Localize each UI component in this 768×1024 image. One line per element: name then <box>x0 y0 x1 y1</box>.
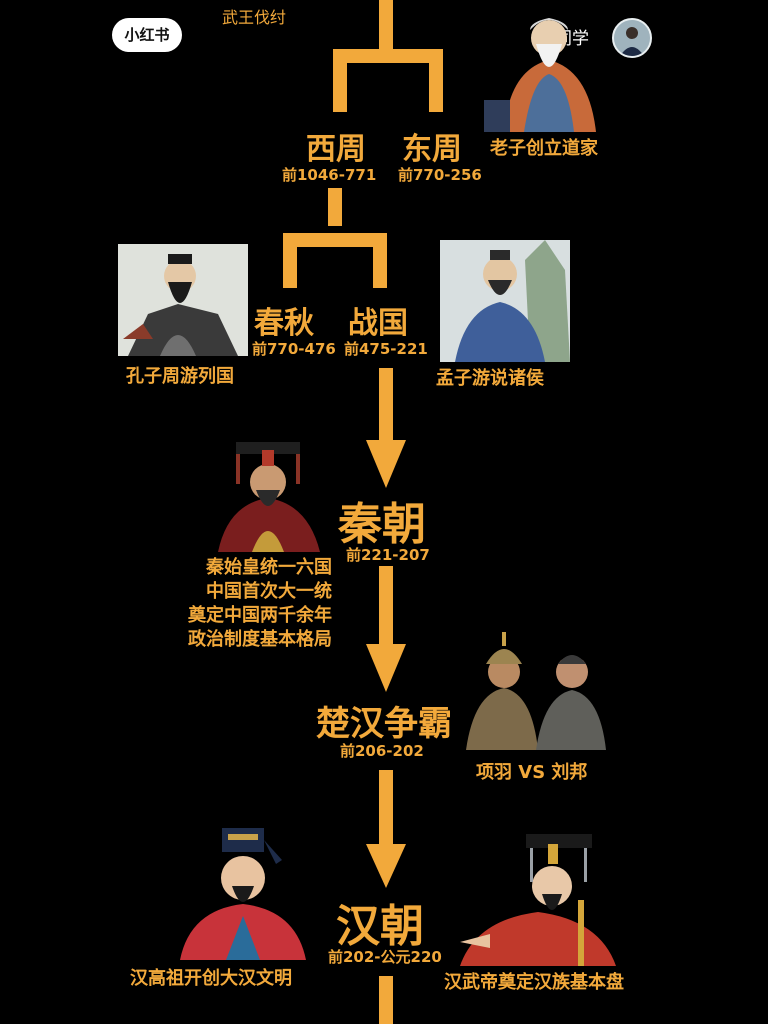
qin-name: 秦朝 <box>338 499 426 550</box>
arrow-shaft-3 <box>379 770 393 846</box>
qin-note-line-3: 奠定中国两千余年 <box>188 605 332 626</box>
han-wudi-portrait <box>460 830 616 966</box>
qin-note-line-4: 政治制度基本格局 <box>188 629 332 650</box>
xiang-liu-caption: 项羽 VS 刘邦 <box>476 762 588 783</box>
mencius-portrait <box>440 240 570 362</box>
arrow-head-3 <box>366 844 406 888</box>
han-wudi-caption: 汉武帝奠定汉族基本盘 <box>444 972 624 993</box>
han-date: 前202-公元220 <box>328 948 442 966</box>
avatar[interactable] <box>612 18 652 58</box>
han-gaozu-caption: 汉高祖开创大汉文明 <box>130 968 292 989</box>
western-zhou-name: 西周 <box>306 132 366 167</box>
warring-states-name: 战国 <box>348 306 408 341</box>
han-gaozu-portrait <box>176 820 310 960</box>
qin-note-line-1: 秦始皇统一六国 <box>206 557 332 578</box>
qin-shihuang-portrait <box>208 440 330 552</box>
trunk-bottom <box>379 976 393 1024</box>
western-zhou-date: 前1046-771 <box>282 166 377 184</box>
laozi-portrait <box>484 0 614 132</box>
confucius-portrait <box>118 244 248 356</box>
warring-states-date: 前475-221 <box>344 340 428 358</box>
arrow-shaft-1 <box>379 368 393 442</box>
qin-note-line-2: 中国首次大一统 <box>206 581 332 602</box>
arrow-shaft-2 <box>379 566 393 646</box>
chu-han-date: 前206-202 <box>340 742 424 760</box>
spring-warring-branch <box>283 233 387 288</box>
qin-date: 前221-207 <box>346 546 430 564</box>
chu-han-name: 楚汉争霸 <box>316 704 452 744</box>
eastern-zhou-name: 东周 <box>402 132 462 167</box>
arrow-head-1 <box>366 440 406 488</box>
zhou-branch <box>333 49 443 112</box>
top-label: 武王伐纣 <box>222 8 287 27</box>
app-badge[interactable]: 小红书 <box>112 18 182 52</box>
mencius-caption: 孟子游说诸侯 <box>436 368 544 389</box>
han-name: 汉朝 <box>336 901 424 952</box>
spring-autumn-name: 春秋 <box>254 306 314 341</box>
spring-autumn-date: 前770-476 <box>252 340 336 358</box>
xiang-liu-portrait <box>466 624 606 750</box>
eastern-zhou-date: 前770-256 <box>398 166 482 184</box>
arrow-head-2 <box>366 644 406 692</box>
confucius-caption: 孔子周游列国 <box>126 366 234 387</box>
laozi-caption: 老子创立道家 <box>490 138 598 159</box>
qin-note: 秦始皇统一六国 中国首次大一统 奠定中国两千余年 政治制度基本格局 <box>168 556 332 652</box>
avatar-person-icon <box>614 20 650 56</box>
